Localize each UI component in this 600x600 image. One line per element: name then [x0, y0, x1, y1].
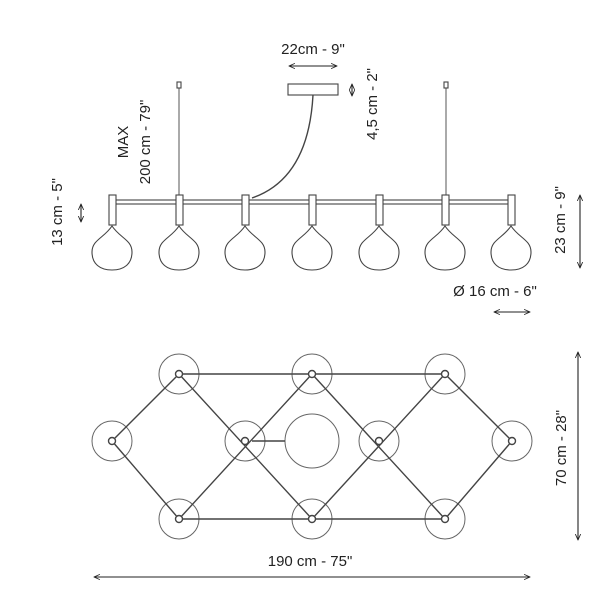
wire-top-left [176, 81, 182, 89]
depth-label: 70 cm - 28" [553, 410, 570, 486]
total-height-label: 23 cm - 9" [552, 186, 569, 254]
canopy-width-label: 22cm - 9" [281, 41, 345, 58]
side-elevation-view: 22cm - 9" 4,5 cm - 2" MAX 200 cm - 79" 1… [49, 41, 580, 312]
ceiling-canopy [287, 83, 339, 96]
max-cable-label: 200 cm - 79" [137, 100, 154, 185]
pendant-1 [91, 194, 133, 271]
canopy-height-label: 4,5 cm - 2" [364, 68, 381, 140]
pendant-5 [358, 194, 400, 271]
pendant-7 [490, 194, 532, 271]
length-label: 190 cm - 75" [268, 553, 353, 570]
diameter-label: Ø 16 cm - 6" [453, 283, 537, 300]
wire-top-right [443, 81, 449, 89]
pendant-6 [424, 194, 466, 271]
pendant-4 [291, 194, 333, 271]
joint-nodes [107, 369, 517, 524]
pendant-lights [91, 194, 532, 271]
pendant-3 [224, 194, 266, 271]
canopy-circle [284, 413, 340, 469]
power-cable [251, 94, 314, 199]
plan-view: 70 cm - 28" 190 cm - 75" [91, 352, 578, 577]
max-label: MAX [115, 126, 132, 159]
pendant-height-label: 13 cm - 5" [49, 178, 66, 246]
pendant-2 [158, 194, 200, 271]
